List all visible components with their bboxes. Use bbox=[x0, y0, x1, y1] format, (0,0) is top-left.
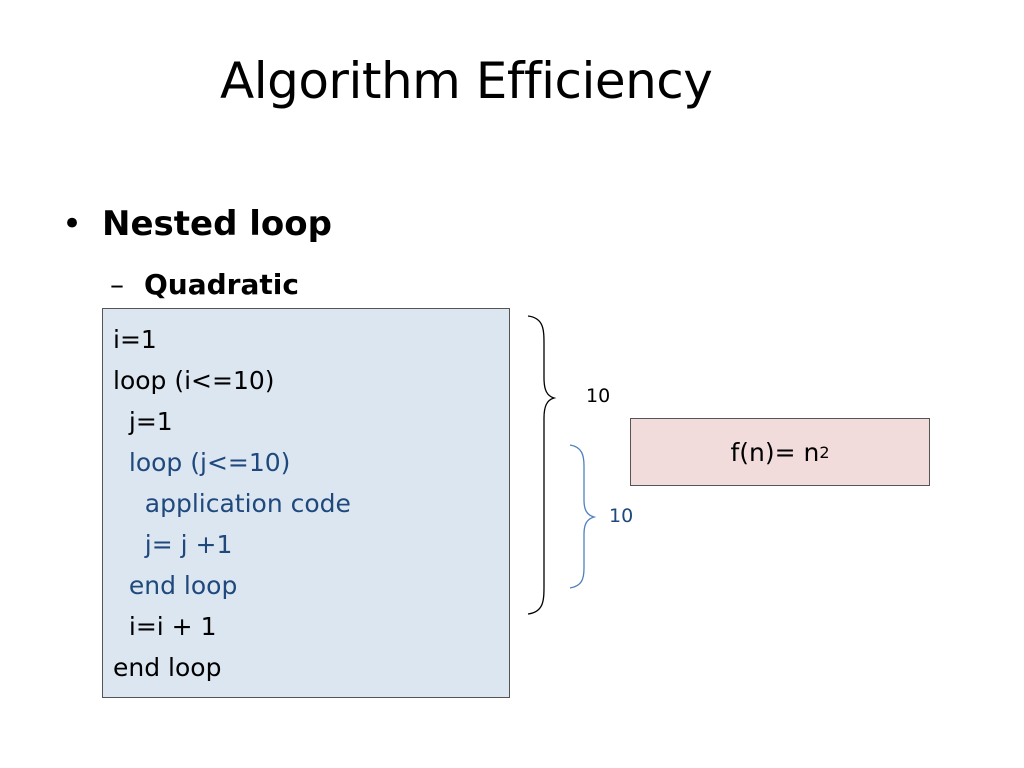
code-block: i=1 loop (i<=10) j=1 loop (j<=10) applic… bbox=[102, 308, 510, 698]
formula-exponent: 2 bbox=[819, 442, 830, 462]
code-line: j= j +1 bbox=[113, 530, 233, 559]
inner-brace bbox=[569, 444, 597, 589]
code-line: i=i + 1 bbox=[113, 612, 217, 641]
code-line: end loop bbox=[113, 653, 222, 682]
sub-bullet-marker: – bbox=[110, 268, 124, 301]
slide-title: Algorithm Efficiency bbox=[220, 52, 713, 110]
code-line: application code bbox=[113, 489, 351, 518]
bullet-text: Nested loop bbox=[102, 204, 332, 244]
outer-loop-count: 10 bbox=[586, 385, 611, 407]
inner-loop-count: 10 bbox=[609, 505, 634, 527]
code-line: end loop bbox=[113, 571, 238, 600]
bullet-nested-loop: • Nested loop bbox=[62, 204, 332, 244]
bullet-marker: • bbox=[62, 204, 83, 244]
sub-bullet-text: Quadratic bbox=[144, 268, 299, 301]
code-line: loop (j<=10) bbox=[113, 448, 291, 477]
code-line: i=1 bbox=[113, 325, 157, 354]
formula-text: f(n)= n bbox=[730, 437, 820, 467]
code-line: j=1 bbox=[113, 407, 173, 436]
sub-bullet-quadratic: –Quadratic bbox=[110, 268, 299, 301]
outer-brace bbox=[527, 315, 557, 615]
code-line: loop (i<=10) bbox=[113, 366, 275, 395]
